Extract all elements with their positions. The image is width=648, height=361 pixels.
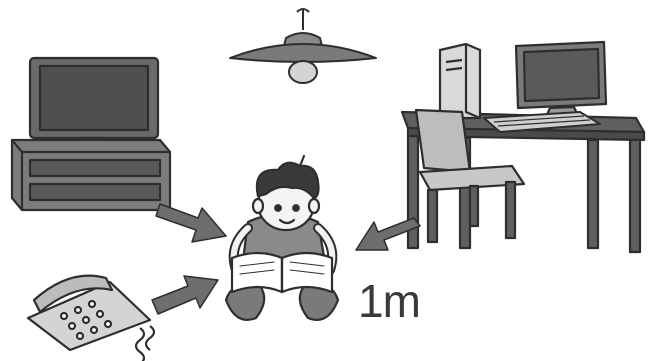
distance-label: 1m bbox=[358, 278, 420, 324]
television bbox=[30, 58, 158, 152]
reading-boy bbox=[226, 156, 338, 320]
telephone bbox=[28, 276, 154, 361]
tv-stand bbox=[12, 140, 170, 210]
ceiling-lamp bbox=[230, 9, 376, 83]
computer-tower bbox=[440, 44, 480, 118]
arrow-from-phone bbox=[152, 276, 218, 314]
arrow-from-tv bbox=[156, 204, 226, 242]
computer-monitor bbox=[516, 42, 606, 117]
